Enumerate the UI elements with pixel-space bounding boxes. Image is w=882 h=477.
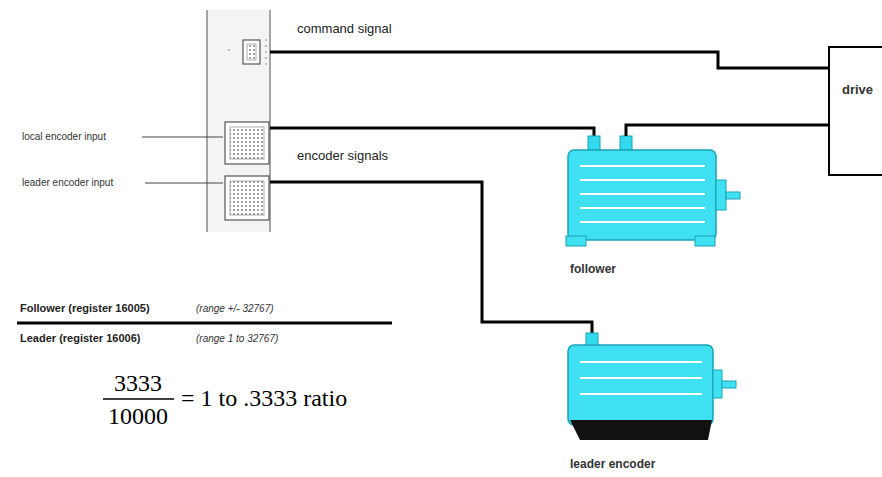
leader-line: [145, 183, 223, 184]
port-name: leader encoder input: [22, 177, 113, 188]
signal-wires: [270, 52, 830, 340]
drive-box: drive: [828, 46, 882, 176]
register-note: (range 1 to 32767): [196, 333, 278, 344]
signal-wire: [626, 125, 828, 136]
fraction-bar: [103, 398, 174, 400]
node-label: drive: [842, 82, 882, 97]
port-name: local encoder input: [22, 131, 106, 142]
follower-motor-node: follower: [560, 136, 750, 278]
signal-name: command signal: [297, 22, 392, 36]
leader-encoder-node: leader encoder: [560, 333, 750, 473]
ratio-value: = 1 to .3333 ratio: [181, 385, 347, 411]
follower-motor: [566, 136, 740, 246]
signal-name: encoder signals: [297, 149, 388, 163]
fraction-bar: [17, 322, 392, 325]
leader-encoder-motor: [568, 333, 736, 440]
register-note: Leader (register 16006): [20, 332, 140, 344]
node-label: follower: [570, 262, 616, 276]
ratio-value: 10000: [108, 403, 168, 429]
leader-line: [142, 137, 223, 138]
node-label: leader encoder: [570, 457, 655, 471]
register-note: Follower (register 16005): [20, 302, 150, 314]
register-note: (range +/- 32767): [196, 303, 274, 314]
ratio-value: 3333: [114, 370, 162, 396]
controller-module: [207, 10, 270, 232]
